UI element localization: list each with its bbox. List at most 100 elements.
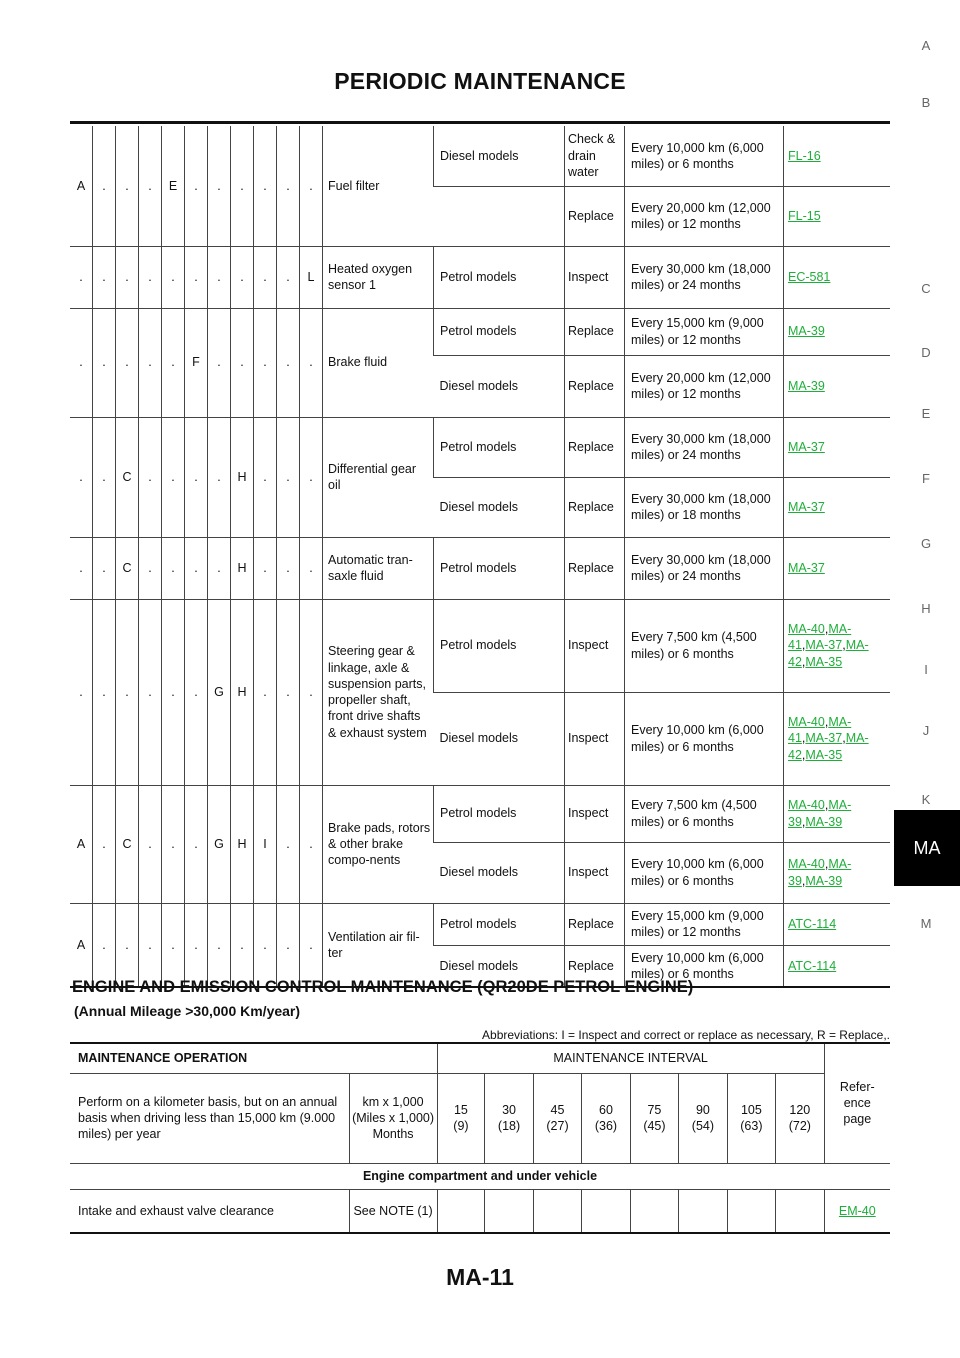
schedule-code: H [230,537,254,599]
reference-link[interactable]: MA-37 [788,560,825,575]
side-index-letter[interactable]: E [921,406,931,421]
reference-link[interactable]: MA-42 [788,638,869,669]
schedule-code: . [299,599,323,785]
schedule-code: . [115,308,139,417]
interval-mark [484,1188,534,1234]
service-interval: Every 10,000 km (6,000 miles) or 6 month… [624,842,784,903]
reference-link[interactable]: MA-39 [805,873,843,888]
interval-column: 60(36) [581,1072,631,1164]
reference-link[interactable]: MA-40 [788,622,825,637]
interval-km: 15 [453,1102,468,1117]
reference-link[interactable]: MA-40 [788,798,825,813]
operation-note: See NOTE (1) [348,1188,438,1234]
reference-links: MA-37 [783,537,890,599]
reference-link[interactable]: EC-581 [788,269,831,284]
schedule-code: . [92,599,116,785]
schedule-code: . [253,903,277,987]
reference-link[interactable]: MA-39 [788,324,825,339]
schedule-code: . [161,537,185,599]
schedule-code: . [184,417,208,537]
reference-link[interactable]: MA-39 [788,857,852,888]
reference-link[interactable]: ATC-114 [788,958,837,973]
side-index-letter[interactable]: B [921,95,931,110]
reference-link[interactable]: MA-41 [788,622,852,653]
reference-link[interactable]: FL-16 [788,148,821,163]
schedule-code: . [207,308,231,417]
schedule-code: . [79,269,83,284]
reference-link[interactable]: MA-37 [805,731,843,746]
reference-link[interactable]: MA-37 [788,439,825,454]
reference-links: FL-16 [783,126,890,186]
ref-separator: , [801,654,806,669]
interval-mark [532,1188,583,1234]
interval-mark [775,1188,825,1234]
side-index-letter[interactable]: C [921,281,931,296]
side-index-letter[interactable]: I [924,662,928,677]
schedule-code: . [92,126,116,246]
reference-link[interactable]: MA-35 [805,654,843,669]
reference-link[interactable]: MA-37 [788,499,825,514]
side-tab-ma[interactable]: MA [894,810,960,886]
schedule-code: . [79,560,83,575]
maintenance-interval-header: MAINTENANCE INTERVAL [436,1042,825,1074]
section-title: ENGINE AND EMISSION CONTROL MAINTENANCE … [72,978,694,996]
vehicle-model: Diesel models [439,499,519,514]
reference-link[interactable]: MA-42 [788,731,869,762]
reference-link[interactable]: ATC-114 [788,916,837,931]
side-index-letter[interactable]: K [921,792,931,807]
service-action: Check & drain water [564,126,625,186]
schedule-code: . [207,903,231,987]
reference-link[interactable]: FL-15 [788,208,821,223]
service-interval: Every 15,000 km (9,000 miles) or 12 mont… [624,903,784,945]
schedule-code: A [76,937,86,952]
service-interval: Every 10,000 km (6,000 miles) or 6 month… [624,126,784,186]
schedule-code: . [79,684,83,699]
schedule-code: . [299,417,323,537]
side-index-letter[interactable]: F [922,471,930,486]
schedule-code: . [92,246,116,308]
side-index-letter[interactable]: G [920,536,932,551]
reference-link[interactable]: MA-35 [805,747,843,762]
reference-link[interactable]: MA-39 [788,798,852,829]
service-action: Replace [564,945,625,987]
schedule-item: Fuel filter [322,126,434,246]
schedule-code: C [115,537,139,599]
unit-label: km x 1,000 (Miles x 1,000) Months [348,1072,438,1164]
interval-km: 105 [740,1102,762,1117]
reference-link[interactable]: MA-40 [788,715,825,730]
side-index-letter[interactable]: M [920,916,932,931]
schedule-code: . [184,126,208,246]
schedule-item: Heated oxygen sensor 1 [322,246,434,308]
schedule-code: . [276,246,300,308]
side-index-letter[interactable]: D [921,345,931,360]
interval-column: 75(45) [629,1072,680,1164]
reference-link[interactable]: MA-37 [805,638,843,653]
reference-link[interactable]: MA-40 [788,857,825,872]
reference-link[interactable]: MA-39 [805,814,843,829]
schedule-code: . [161,417,185,537]
schedule-code: . [184,599,208,785]
schedule-code: . [115,903,139,987]
ref-separator: , [801,873,806,888]
side-index-letter[interactable]: H [921,601,931,616]
service-action: Inspect [564,692,625,785]
schedule-code: . [253,537,277,599]
service-action: Replace [564,355,625,417]
schedule-code: . [253,126,277,246]
ref-separator: , [801,638,806,653]
interval-km: 90 [695,1102,710,1117]
reference-link[interactable]: MA-39 [788,378,825,393]
operation-name: Intake and exhaust valve clearance [70,1188,350,1234]
maintenance-operation-header: MAINTENANCE OPERATION [70,1042,438,1074]
side-index-letter[interactable]: J [922,723,930,738]
schedule-code: . [138,537,162,599]
schedule-code: . [79,469,83,484]
reference-link[interactable]: MA-41 [788,715,852,746]
reference-link[interactable]: EM-40 [838,1203,876,1218]
schedule-code: . [138,785,162,903]
side-index-letter[interactable]: A [921,38,931,53]
interval-km: 60 [599,1102,613,1117]
service-interval: Every 20,000 km (12,000 miles) or 12 mon… [624,186,784,246]
